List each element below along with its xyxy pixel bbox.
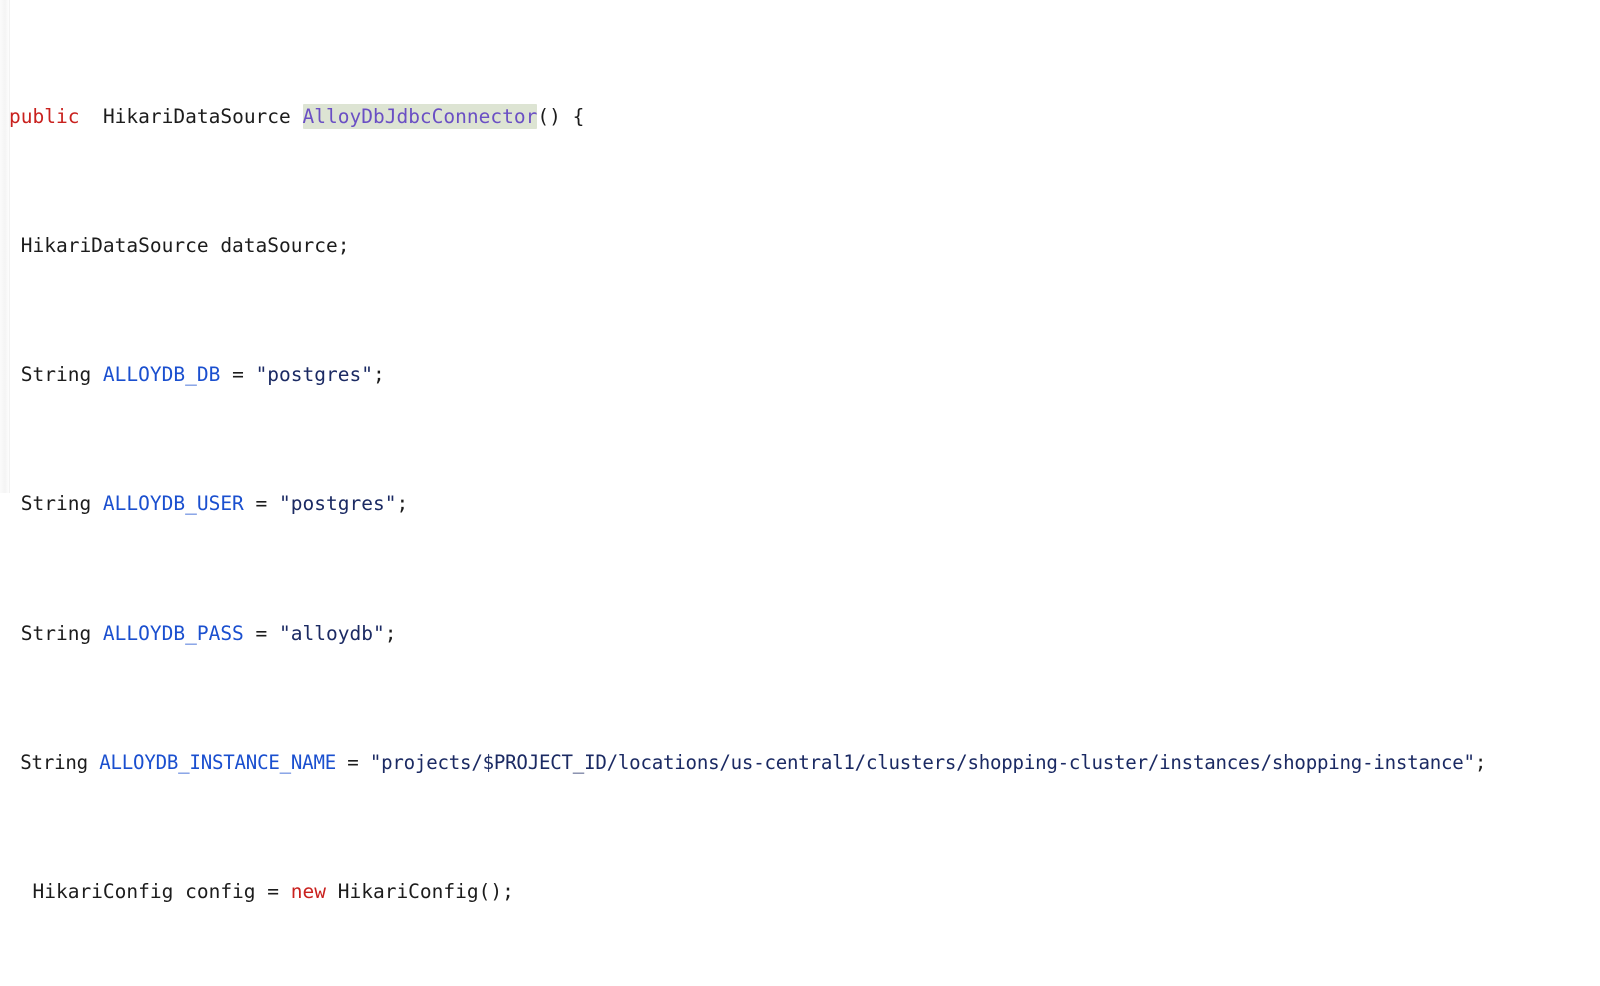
string-postgres-user: "postgres" [279, 492, 397, 516]
type-hikaridatasource: HikariDataSource [102, 104, 303, 128]
type-string: String [9, 621, 103, 645]
editor-gutter-strip [0, 0, 10, 493]
line1-tail: () { [537, 104, 585, 128]
string-postgres-db: "postgres" [255, 363, 373, 387]
semicolon: ; [396, 492, 409, 516]
line1-gap [79, 105, 102, 128]
keyword-public: public [9, 104, 80, 128]
code-line-2: HikariDataSource dataSource; [9, 230, 1600, 262]
string-alloydb-pass: "alloydb" [279, 621, 385, 645]
constructor-hikariconfig: HikariConfig(); [326, 880, 514, 904]
code-line-1: public HikariDataSource AlloyDbJdbcConne… [9, 101, 1600, 133]
type-string: String [9, 750, 100, 774]
semicolon: ; [384, 621, 397, 645]
const-alloydb-instance-name: ALLOYDB_INSTANCE_NAME [99, 750, 337, 774]
code-line-3: String ALLOYDB_DB = "postgres"; [9, 359, 1600, 391]
code-line-5: String ALLOYDB_PASS = "alloydb"; [9, 618, 1600, 650]
code-line-4: String ALLOYDB_USER = "postgres"; [9, 488, 1600, 520]
type-string: String [9, 492, 103, 516]
semicolon: ; [1474, 750, 1487, 774]
highlighted-identifier-alloydbjdbcconnector[interactable]: AlloyDbJdbcConnector [302, 103, 538, 129]
string-instance-path: "projects/$PROJECT_ID/locations/us-centr… [369, 750, 1475, 774]
code-line-7: HikariConfig config = new HikariConfig()… [9, 876, 1600, 908]
keyword-new: new [290, 880, 326, 904]
assign-operator: = [243, 492, 280, 516]
declaration-datasource: HikariDataSource dataSource; [9, 234, 350, 258]
code-block[interactable]: public HikariDataSource AlloyDbJdbcConne… [9, 0, 1600, 986]
semicolon: ; [372, 363, 385, 387]
assign-operator: = [243, 621, 280, 645]
code-line-6: String ALLOYDB_INSTANCE_NAME = "projects… [9, 747, 1600, 779]
assign-operator: = [336, 750, 370, 774]
const-alloydb-user: ALLOYDB_USER [102, 492, 244, 516]
code-snippet-viewer: public HikariDataSource AlloyDbJdbcConne… [0, 0, 1487, 904]
assign-operator: = [220, 363, 256, 387]
const-alloydb-db: ALLOYDB_DB [102, 363, 221, 387]
type-string: String [9, 363, 103, 387]
declaration-hikariconfig: HikariConfig config = [9, 880, 291, 904]
const-alloydb-pass: ALLOYDB_PASS [102, 621, 244, 645]
